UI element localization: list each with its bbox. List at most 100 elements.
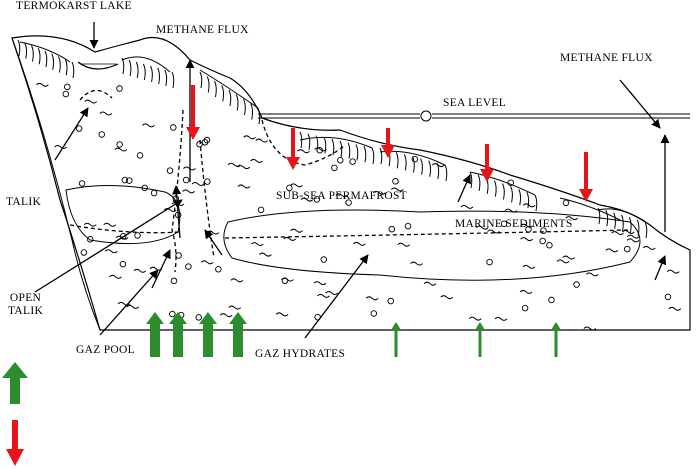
sediment-tilde [626,238,640,243]
sediment-tilde [583,326,597,331]
sediment-circle [320,256,328,263]
sediment-circle [150,189,158,197]
sediment-tilde [142,123,155,128]
hatch-stroke [150,65,153,83]
label-gaz-hydrates: GAZ HYDRATES [255,348,346,360]
sediment-tilde [133,268,147,273]
sediment-tilde [126,304,140,309]
hatch-stroke [510,186,513,203]
sediment-tilde [283,236,297,241]
hatch-stroke [257,107,261,125]
sediment-circle [62,90,70,98]
sediment-circle [388,225,396,233]
sediment-tilde [104,249,118,254]
label-thermokarst-lake: TERMOKARST LAKE [16,0,132,12]
hatch-stroke [331,138,335,156]
sediment-circle [203,136,211,144]
green-flux-head [229,312,247,324]
hatch-stroke [31,45,34,62]
sediment-tilde [83,222,97,227]
hatch-stroke [206,76,210,93]
label-sea-level: SEA LEVEL [443,97,507,109]
sediment-circle [204,178,211,185]
hatch-stroke [17,39,21,57]
hatch-stroke [171,71,175,89]
sediment-circle [539,237,546,245]
sediment-tilde [227,162,241,167]
sediment-circle [201,139,209,146]
sediment-tilde [99,111,113,116]
legend [2,362,28,466]
sediment-tilde [487,229,500,234]
sediment-tilde [35,82,49,87]
green-up-arrow-icon [2,362,28,404]
hatch-stroke [379,147,383,165]
sediment-tilde [666,269,680,274]
sediment-tilde [237,184,251,189]
hatch-stroke [164,69,168,87]
sediment-tilde [54,145,68,150]
hatch-stroke [412,156,415,173]
sediment-circle [546,242,553,249]
sediment-circle [215,266,222,273]
sediment-circle [370,310,378,317]
sediment-circle [195,314,202,321]
hatch-stroke [502,183,505,200]
hatch-stroke [644,221,648,239]
sediment-circle [166,167,174,174]
hatch-stroke [526,191,530,209]
hatch-stroke [363,145,367,163]
sediment-circle [257,206,265,214]
hatch-stroke [613,212,616,229]
sediment-tilde [313,281,327,286]
sediment-circle [141,184,148,192]
sediment-tilde [228,305,242,310]
sediment-texture [35,82,682,331]
hatch-stroke [135,61,139,79]
sediment-tilde [230,278,244,283]
sediment-circle [64,83,71,91]
sediment-circle [573,281,580,288]
hatch-stroke [44,50,48,68]
hatch-stroke [597,207,601,225]
green-flux-shaft [478,330,482,357]
sediment-circle [316,146,324,154]
red-flux-head [381,145,395,158]
sediment-circle [548,296,555,304]
hatch-stroke [157,67,161,85]
sediment-tilde [565,216,579,221]
sediment-tilde [585,272,599,277]
green-flux-head [391,322,401,330]
sediment-circle [116,85,123,92]
hatch-stroke [299,131,303,149]
sediment-tilde [300,197,314,202]
sediment-tilde [522,264,536,269]
label-methane-flux-left: METHANE FLUX [156,24,249,36]
red-flux-head [579,189,593,202]
hatch-stroke [403,154,407,171]
hatch-stroke [142,63,146,81]
sediment-circle [119,260,127,268]
hatch-stroke [307,133,311,150]
sediment-tilde [191,182,205,187]
sediment-tilde [297,149,310,154]
sediment-circle [562,199,570,207]
sediment-tilde [423,281,437,286]
hatch-stroke [534,194,538,212]
sediment-tilde [353,241,366,246]
sediment-tilde [243,135,256,140]
sediment-tilde [290,183,303,188]
sediment-tilde [520,223,534,228]
sediment-circle [411,155,419,163]
sediment-tilde [605,248,619,253]
sediment-circle [182,176,190,184]
sediment-circle [500,220,508,227]
hatch-stroke [228,89,232,107]
sediment-tilde [372,190,386,195]
hatch-stroke [24,42,28,59]
sediment-tilde [109,274,122,279]
hatch-stroke [444,164,448,182]
hatch-stroke [428,160,432,177]
sediment-circle [126,177,133,184]
sediment-circle [664,293,672,301]
